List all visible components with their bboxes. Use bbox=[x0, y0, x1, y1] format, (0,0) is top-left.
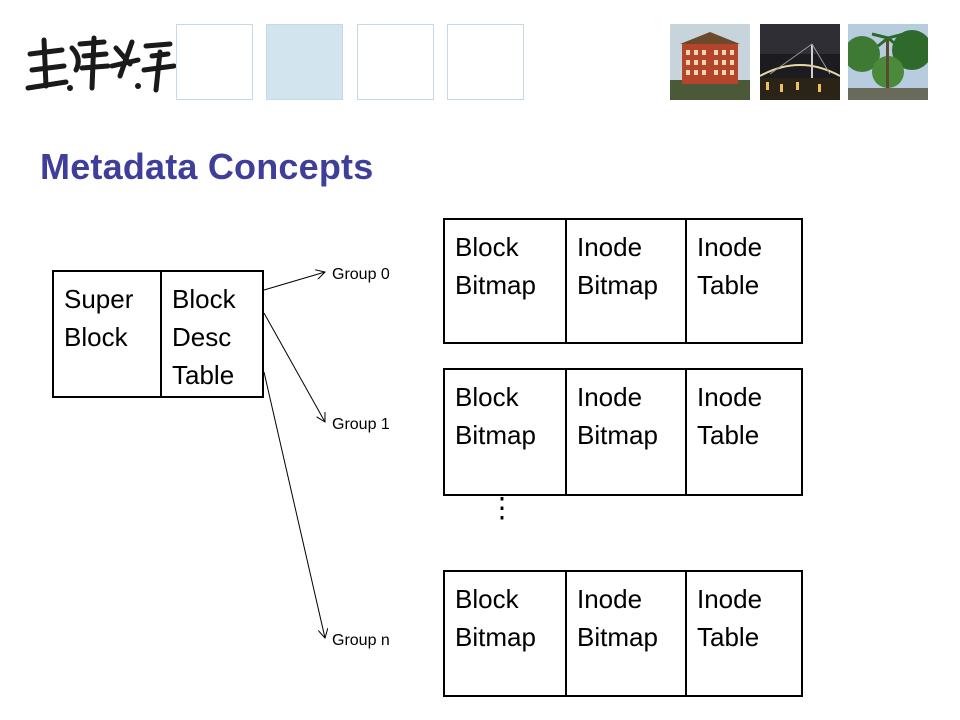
university-logo bbox=[20, 26, 180, 106]
group-0-label: Group 0 bbox=[332, 266, 390, 283]
cell-label: Block Bitmap bbox=[455, 232, 536, 300]
block-bitmap-cell: Block Bitmap bbox=[445, 220, 565, 342]
cell-label: Inode Bitmap bbox=[577, 232, 658, 300]
cell-label: Inode Bitmap bbox=[577, 382, 658, 450]
page-title: Metadata Concepts bbox=[40, 146, 374, 187]
inode-bitmap-cell: Inode Bitmap bbox=[565, 370, 685, 494]
inode-table-cell: Inode Table bbox=[685, 572, 801, 695]
header-box bbox=[447, 24, 524, 100]
cell-label: Inode Table bbox=[697, 584, 763, 652]
superblock-cell: Super Block bbox=[54, 272, 160, 396]
header-box-filled bbox=[266, 24, 343, 100]
inode-table-cell: Inode Table bbox=[685, 220, 801, 342]
cell-label: Inode Table bbox=[697, 382, 763, 450]
group-1-box: Block Bitmap Inode Bitmap Inode Table bbox=[443, 368, 803, 496]
group-0-box: Block Bitmap Inode Bitmap Inode Table bbox=[443, 218, 803, 344]
inode-bitmap-cell: Inode Bitmap bbox=[565, 572, 685, 695]
cell-label: Inode Bitmap bbox=[577, 584, 658, 652]
cell-label: Inode Table bbox=[697, 232, 763, 300]
cell-label: Block Bitmap bbox=[455, 584, 536, 652]
group-1-label: Group 1 bbox=[332, 416, 390, 433]
block-bitmap-cell: Block Bitmap bbox=[445, 370, 565, 494]
block-bitmap-cell: Block Bitmap bbox=[445, 572, 565, 695]
cell-label: Block Bitmap bbox=[455, 382, 536, 450]
cell-label: Super Block bbox=[64, 284, 134, 352]
header-box bbox=[176, 24, 253, 100]
inode-table-cell: Inode Table bbox=[685, 370, 801, 494]
arrow-to-group-0 bbox=[263, 272, 325, 291]
bridge-at-night-photo bbox=[760, 24, 840, 100]
arrow-to-group-n bbox=[263, 371, 325, 638]
cell-label: Block Desc Table bbox=[172, 284, 236, 390]
group-n-box: Block Bitmap Inode Bitmap Inode Table bbox=[443, 570, 803, 697]
inode-bitmap-cell: Inode Bitmap bbox=[565, 220, 685, 342]
header-box bbox=[357, 24, 434, 100]
group-n-label: Group n bbox=[332, 632, 390, 649]
block-desc-table-cell: Block Desc Table bbox=[160, 272, 262, 396]
palm-trees-photo bbox=[848, 24, 928, 100]
superblock-box: Super Block Block Desc Table bbox=[52, 270, 264, 398]
arrow-to-group-1 bbox=[263, 312, 325, 422]
grand-hotel-photo bbox=[670, 24, 750, 100]
